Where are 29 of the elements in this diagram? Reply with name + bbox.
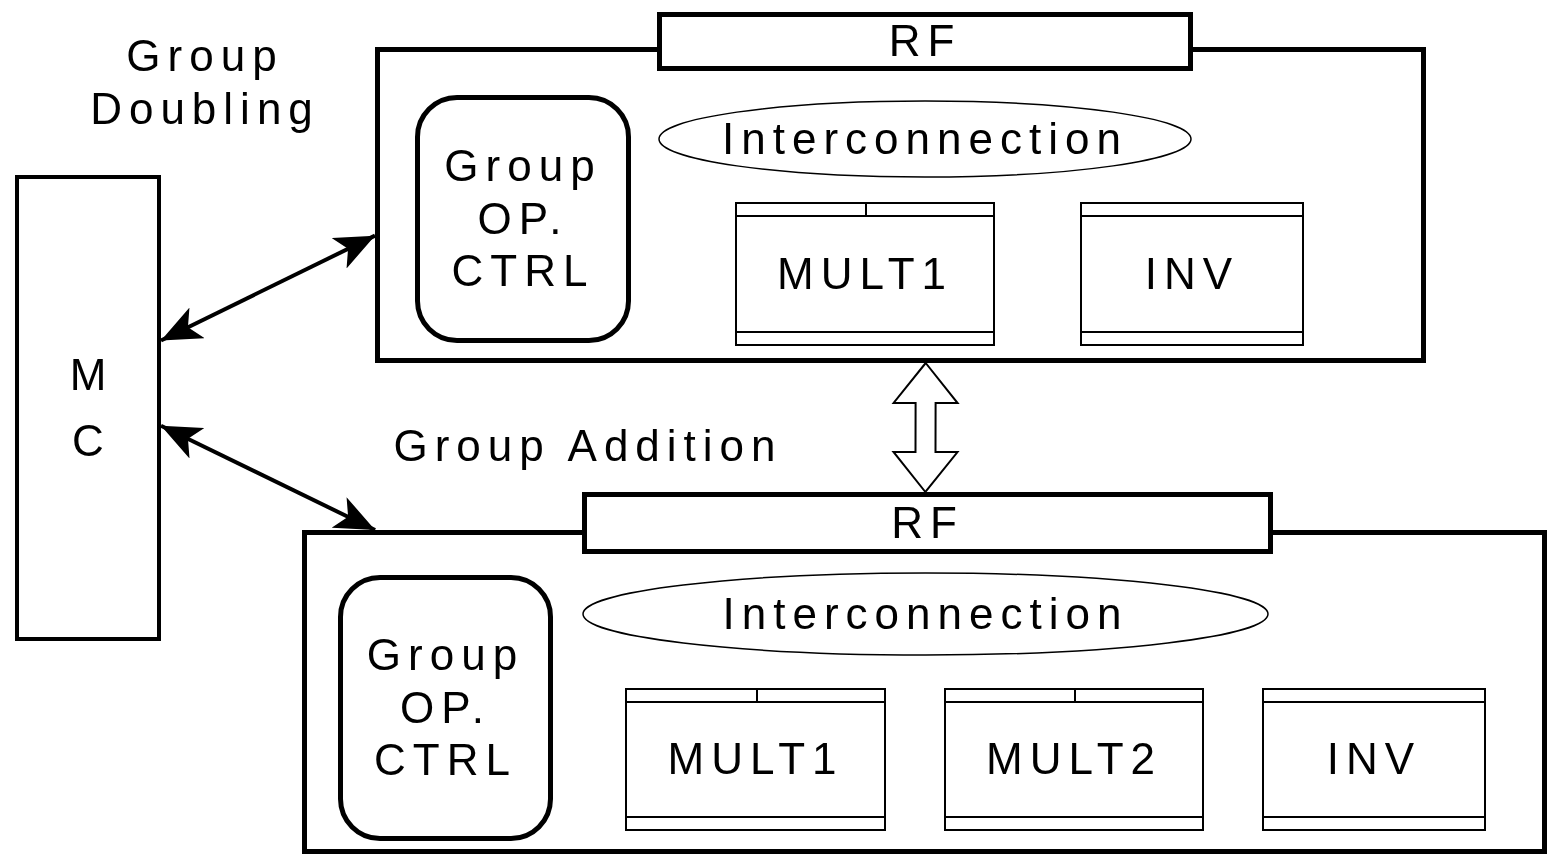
- block-label: Group OP. CTRL: [443, 139, 603, 298]
- block-label: MULT1: [667, 733, 844, 786]
- block-label: Interconnection: [722, 587, 1129, 640]
- arrow: [160, 233, 376, 343]
- block-label: MULT2: [986, 733, 1162, 786]
- control-block: [415, 95, 631, 343]
- control-block: [338, 575, 553, 841]
- block-label: MULT1: [777, 247, 953, 300]
- group-operation-label: Group Doubling: [89, 30, 321, 135]
- hollow-double-arrow: [891, 361, 960, 494]
- multiplier-block: [735, 202, 995, 346]
- register-file-bar: [582, 492, 1273, 554]
- block-label: INV: [1144, 247, 1240, 300]
- multiplier-block: [944, 688, 1204, 831]
- group-operation-label: Group Addition: [392, 420, 784, 472]
- block-label: Group OP. CTRL: [365, 628, 526, 787]
- controller-block: [15, 175, 161, 641]
- arrow: [160, 423, 376, 532]
- interconnect-ellipse: [658, 100, 1192, 178]
- block-label: RF: [888, 15, 962, 68]
- block-label: INV: [1326, 733, 1422, 786]
- register-file-bar: [657, 12, 1193, 71]
- block-label: MC: [68, 349, 108, 467]
- inverter-block: [1080, 202, 1304, 346]
- inverter-block: [1262, 688, 1486, 831]
- block-label: Interconnection: [722, 112, 1128, 165]
- interconnect-ellipse: [582, 572, 1269, 656]
- block-label: RF: [891, 496, 964, 549]
- multiplier-block: [625, 688, 886, 831]
